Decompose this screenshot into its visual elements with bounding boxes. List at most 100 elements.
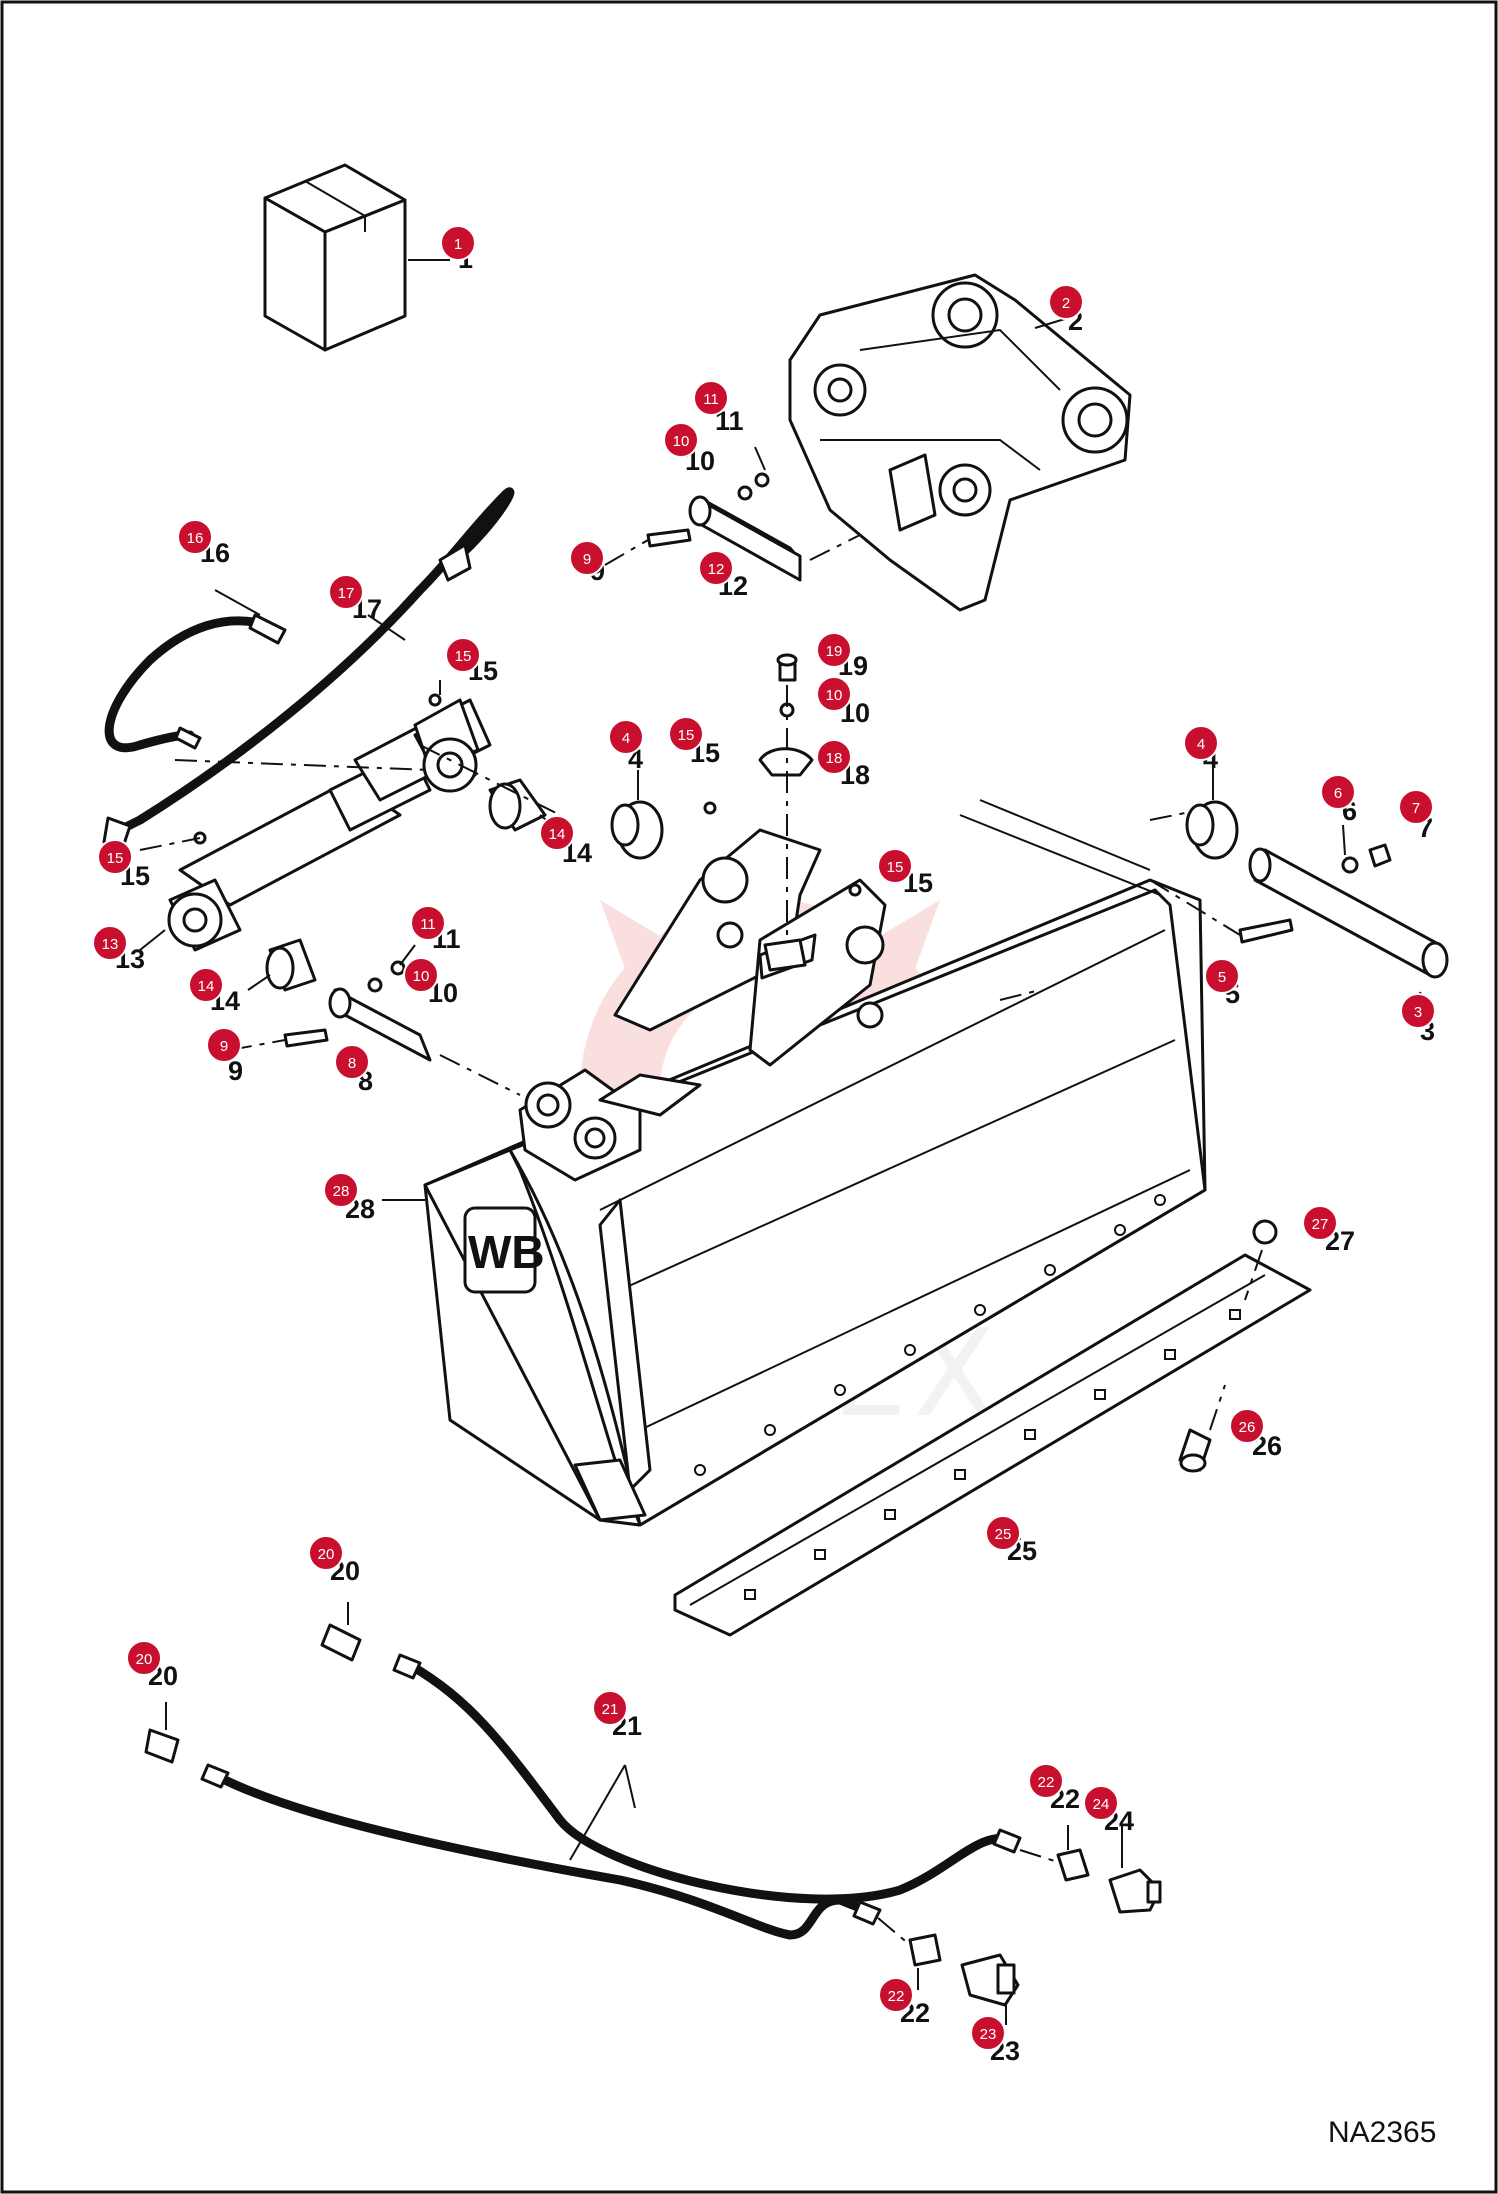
svg-text:13: 13 [102, 936, 119, 953]
svg-text:10: 10 [826, 687, 843, 704]
callout-badge: 11 [410, 905, 446, 941]
callout-badge: 22 [1028, 1763, 1064, 1799]
callout-badge: 5 [1204, 958, 1240, 994]
callout-badge: 3 [1400, 993, 1436, 1029]
callout-badge: 15 [668, 716, 704, 752]
callout-badge: 21 [592, 1690, 628, 1726]
callout-badge: 7 [1398, 789, 1434, 825]
svg-text:27: 27 [1312, 1216, 1329, 1233]
callout-badge: 14 [188, 967, 224, 1003]
callout-badge: 16 [177, 519, 213, 555]
bolt-26 [1178, 1384, 1226, 1473]
callout-badge: 27 [1302, 1205, 1338, 1241]
callout-badge: 19 [816, 632, 852, 668]
bucket-28: WB [382, 799, 1207, 1527]
svg-text:23: 23 [980, 2026, 997, 2043]
svg-text:21: 21 [602, 1701, 619, 1718]
svg-text:4: 4 [1197, 736, 1205, 753]
callout-badge: 9 [206, 1027, 242, 1063]
part-1-kit-box [263, 163, 450, 352]
fitting-23 [960, 1953, 1020, 2025]
svg-text:2: 2 [1062, 295, 1070, 312]
callout-badge: 11 [693, 380, 729, 416]
callout-badge: 14 [539, 815, 575, 851]
callout-badge: 15 [877, 848, 913, 884]
svg-text:20: 20 [318, 1546, 335, 1563]
bucket-logo-plate [463, 1206, 537, 1294]
svg-text:14: 14 [549, 826, 566, 843]
svg-text:19: 19 [826, 643, 843, 660]
callout-badge: 15 [97, 839, 133, 875]
svg-text:8: 8 [348, 1055, 356, 1072]
callout-badge: 26 [1229, 1408, 1265, 1444]
cutting-edge-25 [673, 1253, 1312, 1637]
callout-badge: 10 [403, 957, 439, 993]
callout-badge: 22 [878, 1977, 914, 2013]
svg-text:3: 3 [1414, 1004, 1422, 1021]
callout-badge: 23 [970, 2015, 1006, 2051]
callout-badge: 15 [445, 637, 481, 673]
svg-text:17: 17 [338, 585, 355, 602]
callout-badge: 15 [0, 0, 8, 4]
label-9b: 9 [228, 1056, 243, 1086]
bushing-4-left [610, 770, 664, 860]
svg-text:25: 25 [995, 1526, 1012, 1543]
svg-text:12: 12 [708, 561, 725, 578]
svg-text:20: 20 [136, 1651, 153, 1668]
callout-badge: 12 [698, 550, 734, 586]
svg-text:15: 15 [455, 648, 472, 665]
svg-text:10: 10 [673, 433, 690, 450]
svg-text:24: 24 [1093, 1796, 1110, 1813]
callout-badge: 10 [816, 676, 852, 712]
svg-text:28: 28 [333, 1183, 350, 1200]
callout-badge: 20 [308, 1535, 344, 1571]
svg-text:7: 7 [1412, 800, 1420, 817]
nut-27 [1244, 1219, 1278, 1301]
svg-text:26: 26 [1239, 1419, 1256, 1436]
callout-badges: 1 2 11 10 9 12 16 17 15 19 10 4 15 18 4 … [0, 0, 1436, 2051]
callout-badge: 4 [1183, 725, 1219, 761]
callout-badge: 9 [569, 540, 605, 576]
fitting-22-upper [1019, 1825, 1090, 1882]
svg-text:16: 16 [187, 530, 204, 547]
svg-text:10: 10 [413, 968, 430, 985]
callout-badge: 20 [126, 1640, 162, 1676]
callout-badge: 1 [440, 225, 476, 261]
svg-text:6: 6 [1334, 785, 1342, 802]
svg-text:15: 15 [678, 727, 695, 744]
svg-text:22: 22 [888, 1988, 905, 2005]
svg-text:15: 15 [887, 859, 904, 876]
part-2-coupler [788, 273, 1132, 612]
svg-text:14: 14 [198, 978, 215, 995]
svg-text:15: 15 [107, 850, 124, 867]
reference-code: NA2365 [1328, 2116, 1436, 2149]
svg-text:4: 4 [622, 730, 630, 747]
fitting-24 [1108, 1825, 1162, 1914]
svg-text:9: 9 [583, 551, 591, 568]
bucket-top-fasteners [703, 653, 862, 972]
svg-text:18: 18 [826, 750, 843, 767]
callout-badge: 8 [334, 1044, 370, 1080]
svg-text:11: 11 [420, 916, 436, 933]
callout-badge: 6 [1320, 774, 1356, 810]
svg-text:22: 22 [1038, 1774, 1055, 1791]
lower-hoses-21 [144, 1602, 1022, 1940]
callout-badge: 18 [816, 739, 852, 775]
bucket-logo: WB [468, 1226, 545, 1278]
callout-badge: 2 [1048, 284, 1084, 320]
bushing-4-right [1185, 768, 1239, 860]
coupler-pin-group [604, 446, 861, 582]
callout-badge: 4 [608, 719, 644, 755]
svg-text:11: 11 [703, 391, 719, 408]
right-pin-group [1149, 824, 1449, 1006]
svg-text:1: 1 [454, 236, 462, 253]
svg-text:5: 5 [1218, 969, 1226, 986]
callout-badge: 13 [92, 925, 128, 961]
callout-badge: 28 [323, 1172, 359, 1208]
callout-badge: 25 [985, 1515, 1021, 1551]
callout-badge: 10 [663, 422, 699, 458]
hydraulic-cylinder [139, 680, 566, 1096]
callout-badge: 17 [328, 574, 364, 610]
